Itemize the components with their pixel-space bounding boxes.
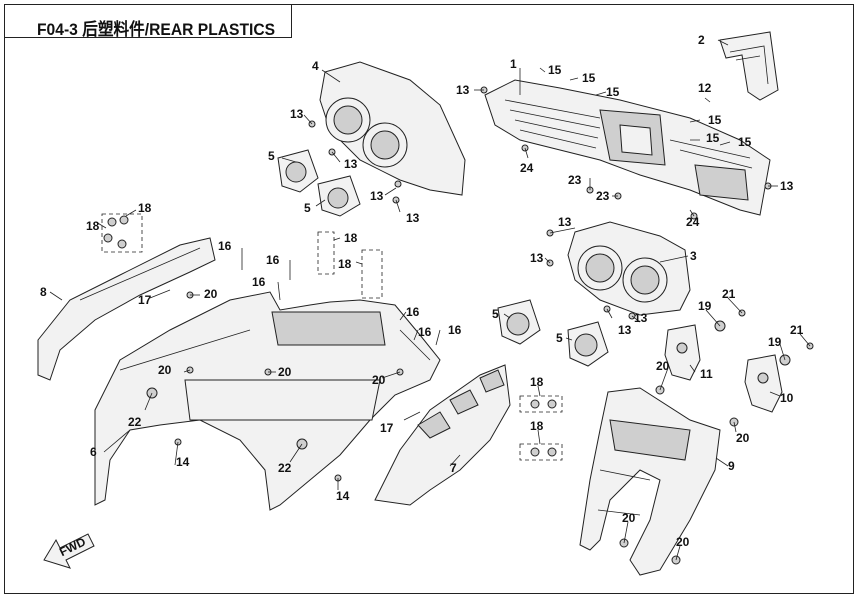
callout-13j: 13 (780, 179, 794, 193)
callout-16e: 16 (418, 325, 432, 339)
callout-15f: 15 (738, 135, 752, 149)
part-9-mount-frame (579, 387, 721, 576)
part-3-right-light-housing (567, 221, 691, 316)
callout-12: 12 (698, 81, 712, 95)
callout-15c: 15 (606, 85, 620, 99)
callout-24a: 24 (520, 161, 534, 175)
part-2-bracket (719, 31, 779, 101)
callout-24b: 24 (686, 215, 700, 229)
callout-13d: 13 (370, 189, 384, 203)
part-10-bracket (744, 354, 783, 413)
callout-7: 7 (450, 461, 457, 475)
callout-14b: 14 (336, 489, 350, 503)
part-1-rear-frame (484, 79, 771, 216)
callout-23a: 23 (568, 173, 582, 187)
callout-19b: 19 (768, 335, 782, 349)
callout-9: 9 (728, 459, 735, 473)
callout-1: 1 (510, 57, 517, 71)
callout-15b: 15 (582, 71, 596, 85)
dashed-groups (101, 213, 563, 461)
page-title: F04-3 后塑料件/REAR PLASTICS (37, 20, 276, 39)
part-5-lamps (277, 149, 609, 367)
callout-22a: 22 (128, 415, 142, 429)
callout-18a: 18 (138, 201, 152, 215)
callout-8: 8 (40, 285, 47, 299)
callout-13f: 13 (558, 215, 572, 229)
callout-14a: 14 (176, 455, 190, 469)
callout-15e: 15 (706, 131, 720, 145)
callout-18b: 18 (86, 219, 100, 233)
callout-5b: 5 (304, 201, 311, 215)
callout-16a: 16 (218, 239, 232, 253)
callout-4: 4 (312, 59, 319, 73)
callout-10: 10 (780, 391, 794, 405)
fwd-arrow: FWD (43, 533, 95, 569)
callout-labels: 1 2 3 4 5 5 5 5 6 7 8 9 10 11 12 13 13 1… (40, 33, 804, 549)
callout-20a: 20 (204, 287, 218, 301)
callout-17b: 17 (380, 421, 394, 435)
callout-5c: 5 (492, 307, 499, 321)
part-6-rear-body (94, 291, 441, 511)
callout-20d: 20 (372, 373, 386, 387)
callout-20e: 20 (656, 359, 670, 373)
callout-17a: 17 (138, 293, 152, 307)
callout-19a: 19 (698, 299, 712, 313)
leader-lines (49, 39, 811, 561)
callout-5d: 5 (556, 331, 563, 345)
callout-18e: 18 (530, 375, 544, 389)
part-7-right-side-panel (374, 364, 511, 506)
callout-15a: 15 (548, 63, 562, 77)
callout-21b: 21 (790, 323, 804, 337)
callout-13b: 13 (290, 107, 304, 121)
callout-13g: 13 (530, 251, 544, 265)
callout-15d: 15 (708, 113, 722, 127)
part-8-left-fender (37, 237, 216, 381)
callout-18f: 18 (530, 419, 544, 433)
callout-20f: 20 (736, 431, 750, 445)
callout-18c: 18 (344, 231, 358, 245)
diagram-frame (4, 4, 854, 594)
callout-22b: 22 (278, 461, 292, 475)
callout-20c: 20 (278, 365, 292, 379)
callout-6: 6 (90, 445, 97, 459)
callout-13a: 13 (456, 83, 470, 97)
part-4-left-light-housing (319, 61, 466, 196)
callout-13i: 13 (634, 311, 648, 325)
callout-13h: 13 (618, 323, 632, 337)
callout-11: 11 (700, 367, 713, 381)
callout-23b: 23 (596, 189, 610, 203)
callout-5a: 5 (268, 149, 275, 163)
callout-20g: 20 (622, 511, 636, 525)
callout-16c: 16 (252, 275, 266, 289)
callout-20b: 20 (158, 363, 172, 377)
title-box: F04-3 后塑料件/REAR PLASTICS (4, 4, 292, 39)
callout-16d: 16 (406, 305, 420, 319)
callout-16b: 16 (266, 253, 280, 267)
callout-3: 3 (690, 249, 697, 263)
callout-13c: 13 (344, 157, 358, 171)
callout-13e: 13 (406, 211, 420, 225)
callout-16f: 16 (448, 323, 462, 337)
callout-21a: 21 (722, 287, 736, 301)
callout-2: 2 (698, 33, 705, 47)
callout-20h: 20 (676, 535, 690, 549)
callout-18d: 18 (338, 257, 352, 271)
